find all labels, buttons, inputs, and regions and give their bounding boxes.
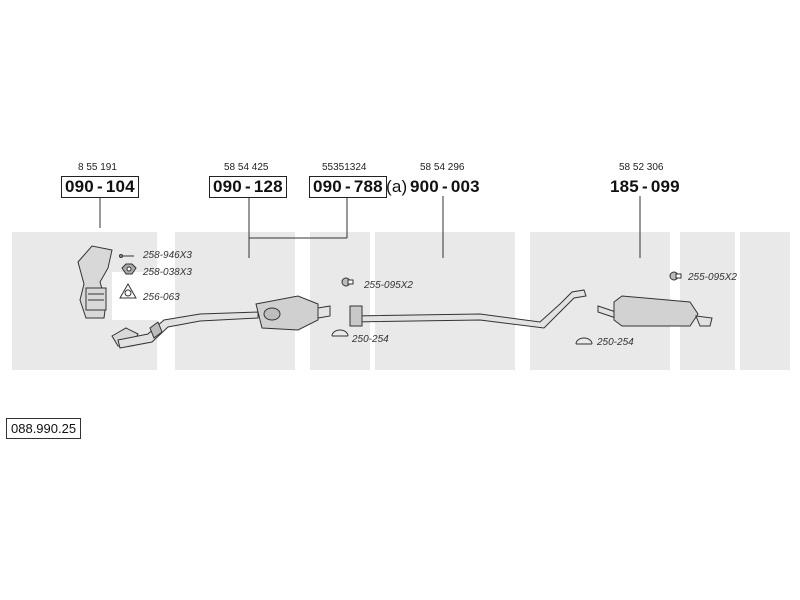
part-ref-3: 55351324 bbox=[322, 162, 367, 173]
part-number-prefix: 900 bbox=[410, 177, 439, 196]
part-number-suffix: 099 bbox=[650, 177, 680, 196]
clamp-icon-1 bbox=[331, 329, 349, 337]
rubber-mount-icon-1 bbox=[341, 277, 354, 287]
part-ref-4: 58 54 296 bbox=[420, 162, 465, 173]
hardware-label-nut: 258-038X3 bbox=[143, 267, 192, 278]
part-ref-5: 58 52 306 bbox=[619, 162, 664, 173]
hardware-label-mount-1: 255-095X2 bbox=[364, 280, 413, 291]
part-number-090-128: 090-128 bbox=[209, 176, 287, 198]
part-number-separator: - bbox=[344, 177, 351, 196]
part-number-prefix: 090 bbox=[213, 177, 242, 196]
part-number-separator: - bbox=[441, 177, 448, 196]
part-ref-1: 8 55 191 bbox=[78, 162, 117, 173]
hardware-label-gasket: 256-063 bbox=[143, 292, 180, 303]
part-number-suffix: 788 bbox=[353, 177, 383, 196]
gasket-icon bbox=[119, 282, 137, 299]
middle-pipe-icon bbox=[349, 289, 587, 329]
part-number-090-104: 090-104 bbox=[61, 176, 139, 198]
part-number-suffix: 003 bbox=[450, 177, 480, 196]
watermark-logo bbox=[12, 232, 790, 370]
front-pipe-icon bbox=[117, 311, 259, 349]
part-number-prefix: 090 bbox=[313, 177, 342, 196]
center-converter-icon bbox=[255, 295, 331, 331]
hardware-label-clamp-2: 250-254 bbox=[597, 337, 634, 348]
rubber-mount-icon-2 bbox=[669, 271, 682, 281]
part-note-a: (a) bbox=[386, 177, 408, 196]
hardware-label-bolt: 258-946X3 bbox=[143, 250, 192, 261]
nut-icon bbox=[121, 263, 137, 275]
hardware-label-clamp-1: 250-254 bbox=[352, 334, 389, 345]
bolt-icon bbox=[119, 254, 134, 258]
part-number-suffix: 128 bbox=[253, 177, 283, 196]
part-number-090-788: 090-788 bbox=[309, 176, 387, 198]
part-ref-2: 58 54 425 bbox=[224, 162, 269, 173]
part-number-separator: - bbox=[96, 177, 103, 196]
rear-muffler-icon bbox=[597, 295, 713, 327]
part-number-prefix: 185 bbox=[610, 177, 639, 196]
part-number-suffix: 104 bbox=[105, 177, 135, 196]
leader-lines bbox=[99, 196, 641, 258]
diagram-code: 088.990.25 bbox=[6, 418, 82, 439]
clamp-icon-2 bbox=[575, 337, 593, 345]
part-number-185-099: 185-099 bbox=[610, 177, 680, 197]
hardware-label-mount-2: 255-095X2 bbox=[688, 272, 737, 283]
part-number-900-003: 900-003 bbox=[410, 177, 480, 197]
part-number-prefix: 090 bbox=[65, 177, 94, 196]
part-number-separator: - bbox=[244, 177, 251, 196]
part-number-separator: - bbox=[641, 177, 648, 196]
manifold-catalyst-icon bbox=[77, 245, 139, 347]
